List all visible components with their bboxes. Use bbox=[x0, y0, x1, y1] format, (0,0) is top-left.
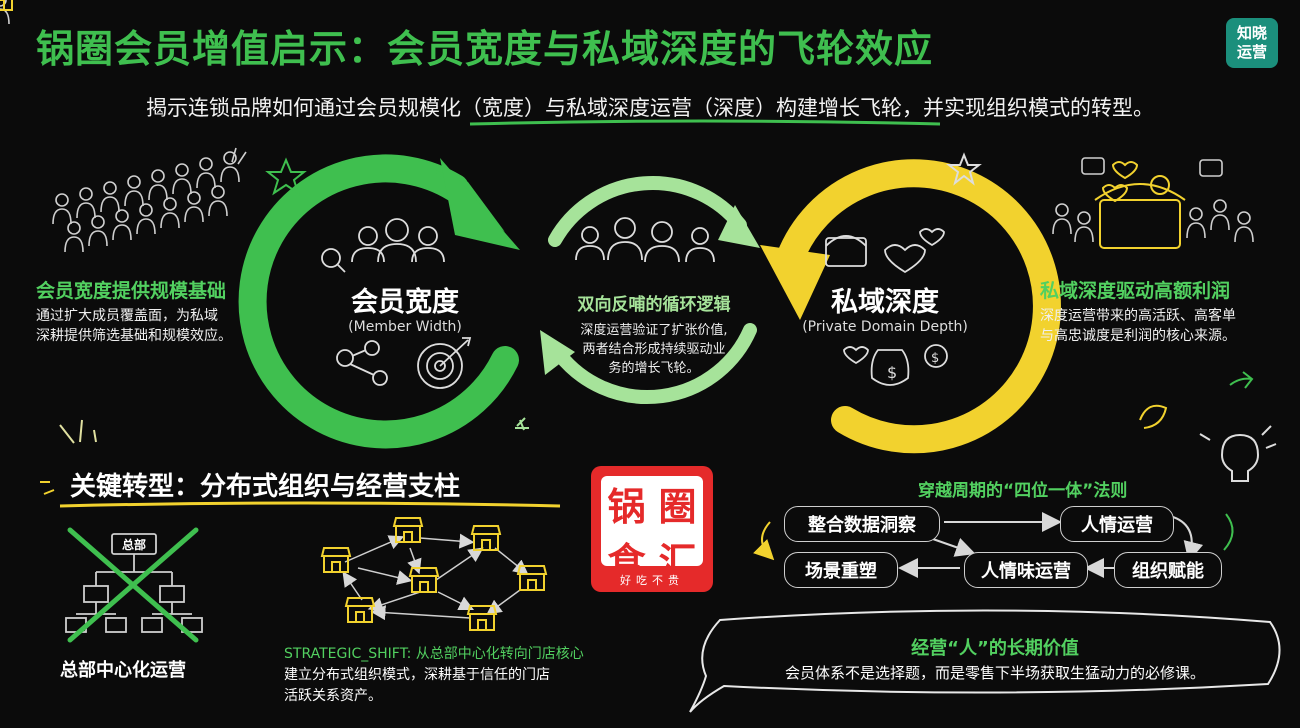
brand-char-3: 食 bbox=[607, 540, 646, 584]
bidirectional-cycle-arrows bbox=[548, 176, 757, 404]
member-width-node: 会员宽度 (Member Width) bbox=[315, 280, 495, 335]
member-width-cycle-arrow bbox=[238, 154, 520, 449]
right-block-text-line1: 深度运营带来的高活跃、高客单 bbox=[1040, 308, 1236, 324]
transformation-underline bbox=[59, 501, 561, 508]
hq-cross-mark bbox=[67, 527, 199, 643]
bubble-title: 经营“人”的长期价值 bbox=[911, 638, 1079, 659]
bubble-text: 会员体系不是选择题，而是零售下半场获取生猛动力的必修课。 bbox=[784, 664, 1205, 682]
private-depth-subtitle: (Private Domain Depth) bbox=[802, 319, 968, 335]
cycle-logic-line2: 两者结合形成持续驱动业 bbox=[582, 342, 726, 357]
private-depth-node: 私域深度 (Private Domain Depth) bbox=[780, 280, 990, 335]
strategic-shift-line3: 活跃关系资产。 bbox=[284, 688, 382, 704]
right-block-text: 深度运营带来的高活跃、高客单 与高忠诚度是利润的核心来源。 bbox=[1040, 306, 1236, 346]
treasure-chest-illustration bbox=[1094, 161, 1186, 249]
transformation-title: 关键转型：分布式组织与经营支柱 bbox=[70, 472, 461, 502]
svg-text:$: $ bbox=[931, 351, 939, 366]
strategic-shift-line1: STRATEGIC_SHIFT: 从总部中心化转向门店核心 bbox=[284, 646, 584, 662]
network-target-icon bbox=[336, 337, 472, 389]
cycle-logic-node: 双向反哺的循环逻辑 深度运营验证了扩张价值, 两者结合形成持续驱动业 务的增长飞… bbox=[552, 290, 756, 378]
brand-slogan: 好吃不贵 bbox=[620, 574, 684, 587]
box-data-insight: 整合数据洞察 bbox=[784, 506, 940, 542]
treasure-heart-icons: $ $ bbox=[825, 228, 948, 386]
left-circle-people-icon bbox=[321, 218, 445, 273]
subtitle-underline bbox=[469, 119, 941, 126]
corner-logo-line1: 知晓 bbox=[1236, 24, 1267, 42]
transformation-sparkle bbox=[40, 481, 55, 495]
four-in-one-curl-right bbox=[1223, 513, 1234, 551]
brand-logo: 锅 圈 食 汇 好吃不贵 bbox=[591, 466, 713, 592]
private-depth-title: 私域深度 bbox=[831, 287, 939, 318]
cycle-logic-line3: 务的增长飞轮。 bbox=[608, 361, 700, 376]
cycle-arrowhead-bottom bbox=[540, 330, 575, 375]
brand-char-4: 汇 bbox=[658, 540, 697, 584]
hq-label: 总部 bbox=[121, 538, 146, 552]
left-block-title: 会员宽度提供规模基础 bbox=[36, 280, 227, 302]
crowd-illustration bbox=[0, 0, 247, 253]
left-block-text-line1: 通过扩大成员覆盖面，为私域 bbox=[36, 308, 218, 324]
four-in-one-arrows bbox=[898, 512, 1204, 578]
cycle-logic-text: 深度运营验证了扩张价值, 两者结合形成持续驱动业 务的增长飞轮。 bbox=[552, 321, 756, 378]
brand-characters: 锅 圈 食 汇 bbox=[601, 476, 703, 584]
cycle-logic-line1: 深度运营验证了扩张价值, bbox=[580, 323, 728, 338]
svg-text:$: $ bbox=[887, 363, 897, 382]
private-depth-cycle-arrow bbox=[760, 159, 1061, 454]
brand-char-2: 圈 bbox=[658, 485, 697, 529]
left-block-text: 通过扩大成员覆盖面，为私域 深耕提供筛选基础和规模效应。 bbox=[36, 306, 232, 346]
store-network bbox=[342, 533, 529, 621]
four-in-one-title: 穿越周期的“四位一体”法则 bbox=[918, 481, 1128, 501]
brand-char-1: 锅 bbox=[607, 485, 646, 529]
box-relationship-ops: 人情运营 bbox=[1060, 506, 1174, 542]
corner-logo: 知晓 运营 bbox=[1226, 18, 1278, 68]
four-in-one-curl-left bbox=[753, 521, 775, 561]
right-block-text-line2: 与高忠诚度是利润的核心来源。 bbox=[1040, 328, 1236, 344]
page-title: 锅圈会员增值启示：会员宽度与私域深度的飞轮效应 bbox=[36, 27, 934, 71]
private-crowd-illustration bbox=[1052, 157, 1254, 243]
right-block-title: 私域深度驱动高额利润 bbox=[1040, 280, 1231, 302]
strategic-shift-text: STRATEGIC_SHIFT: 从总部中心化转向门店核心 建立分布式组织模式，… bbox=[284, 644, 584, 707]
box-human-touch-ops: 人情味运营 bbox=[964, 552, 1088, 588]
speech-bubble bbox=[689, 609, 1281, 713]
left-block-text-line2: 深耕提供筛选基础和规模效应。 bbox=[36, 328, 232, 344]
hq-org-chart bbox=[65, 533, 203, 633]
box-org-enablement: 组织赋能 bbox=[1114, 552, 1222, 588]
hq-caption: 总部中心化运营 bbox=[60, 660, 186, 681]
corner-logo-line2: 运营 bbox=[1236, 43, 1267, 61]
decorative-doodles bbox=[59, 152, 1277, 482]
strategic-shift-line2: 建立分布式组织模式，深耕基于信任的门店 bbox=[284, 667, 550, 683]
cycle-logic-title: 双向反哺的循环逻辑 bbox=[577, 295, 731, 315]
middle-people-icon bbox=[575, 217, 715, 263]
store-icons bbox=[0, 0, 547, 631]
box-scene-reshape: 场景重塑 bbox=[784, 552, 898, 588]
page-subtitle: 揭示连锁品牌如何通过会员规模化（宽度）与私域深度运营（深度）构建增长飞轮，并实现… bbox=[146, 96, 1154, 120]
member-width-subtitle: (Member Width) bbox=[348, 319, 462, 335]
cycle-arrowhead-top bbox=[718, 205, 760, 248]
member-width-title: 会员宽度 bbox=[351, 287, 459, 318]
